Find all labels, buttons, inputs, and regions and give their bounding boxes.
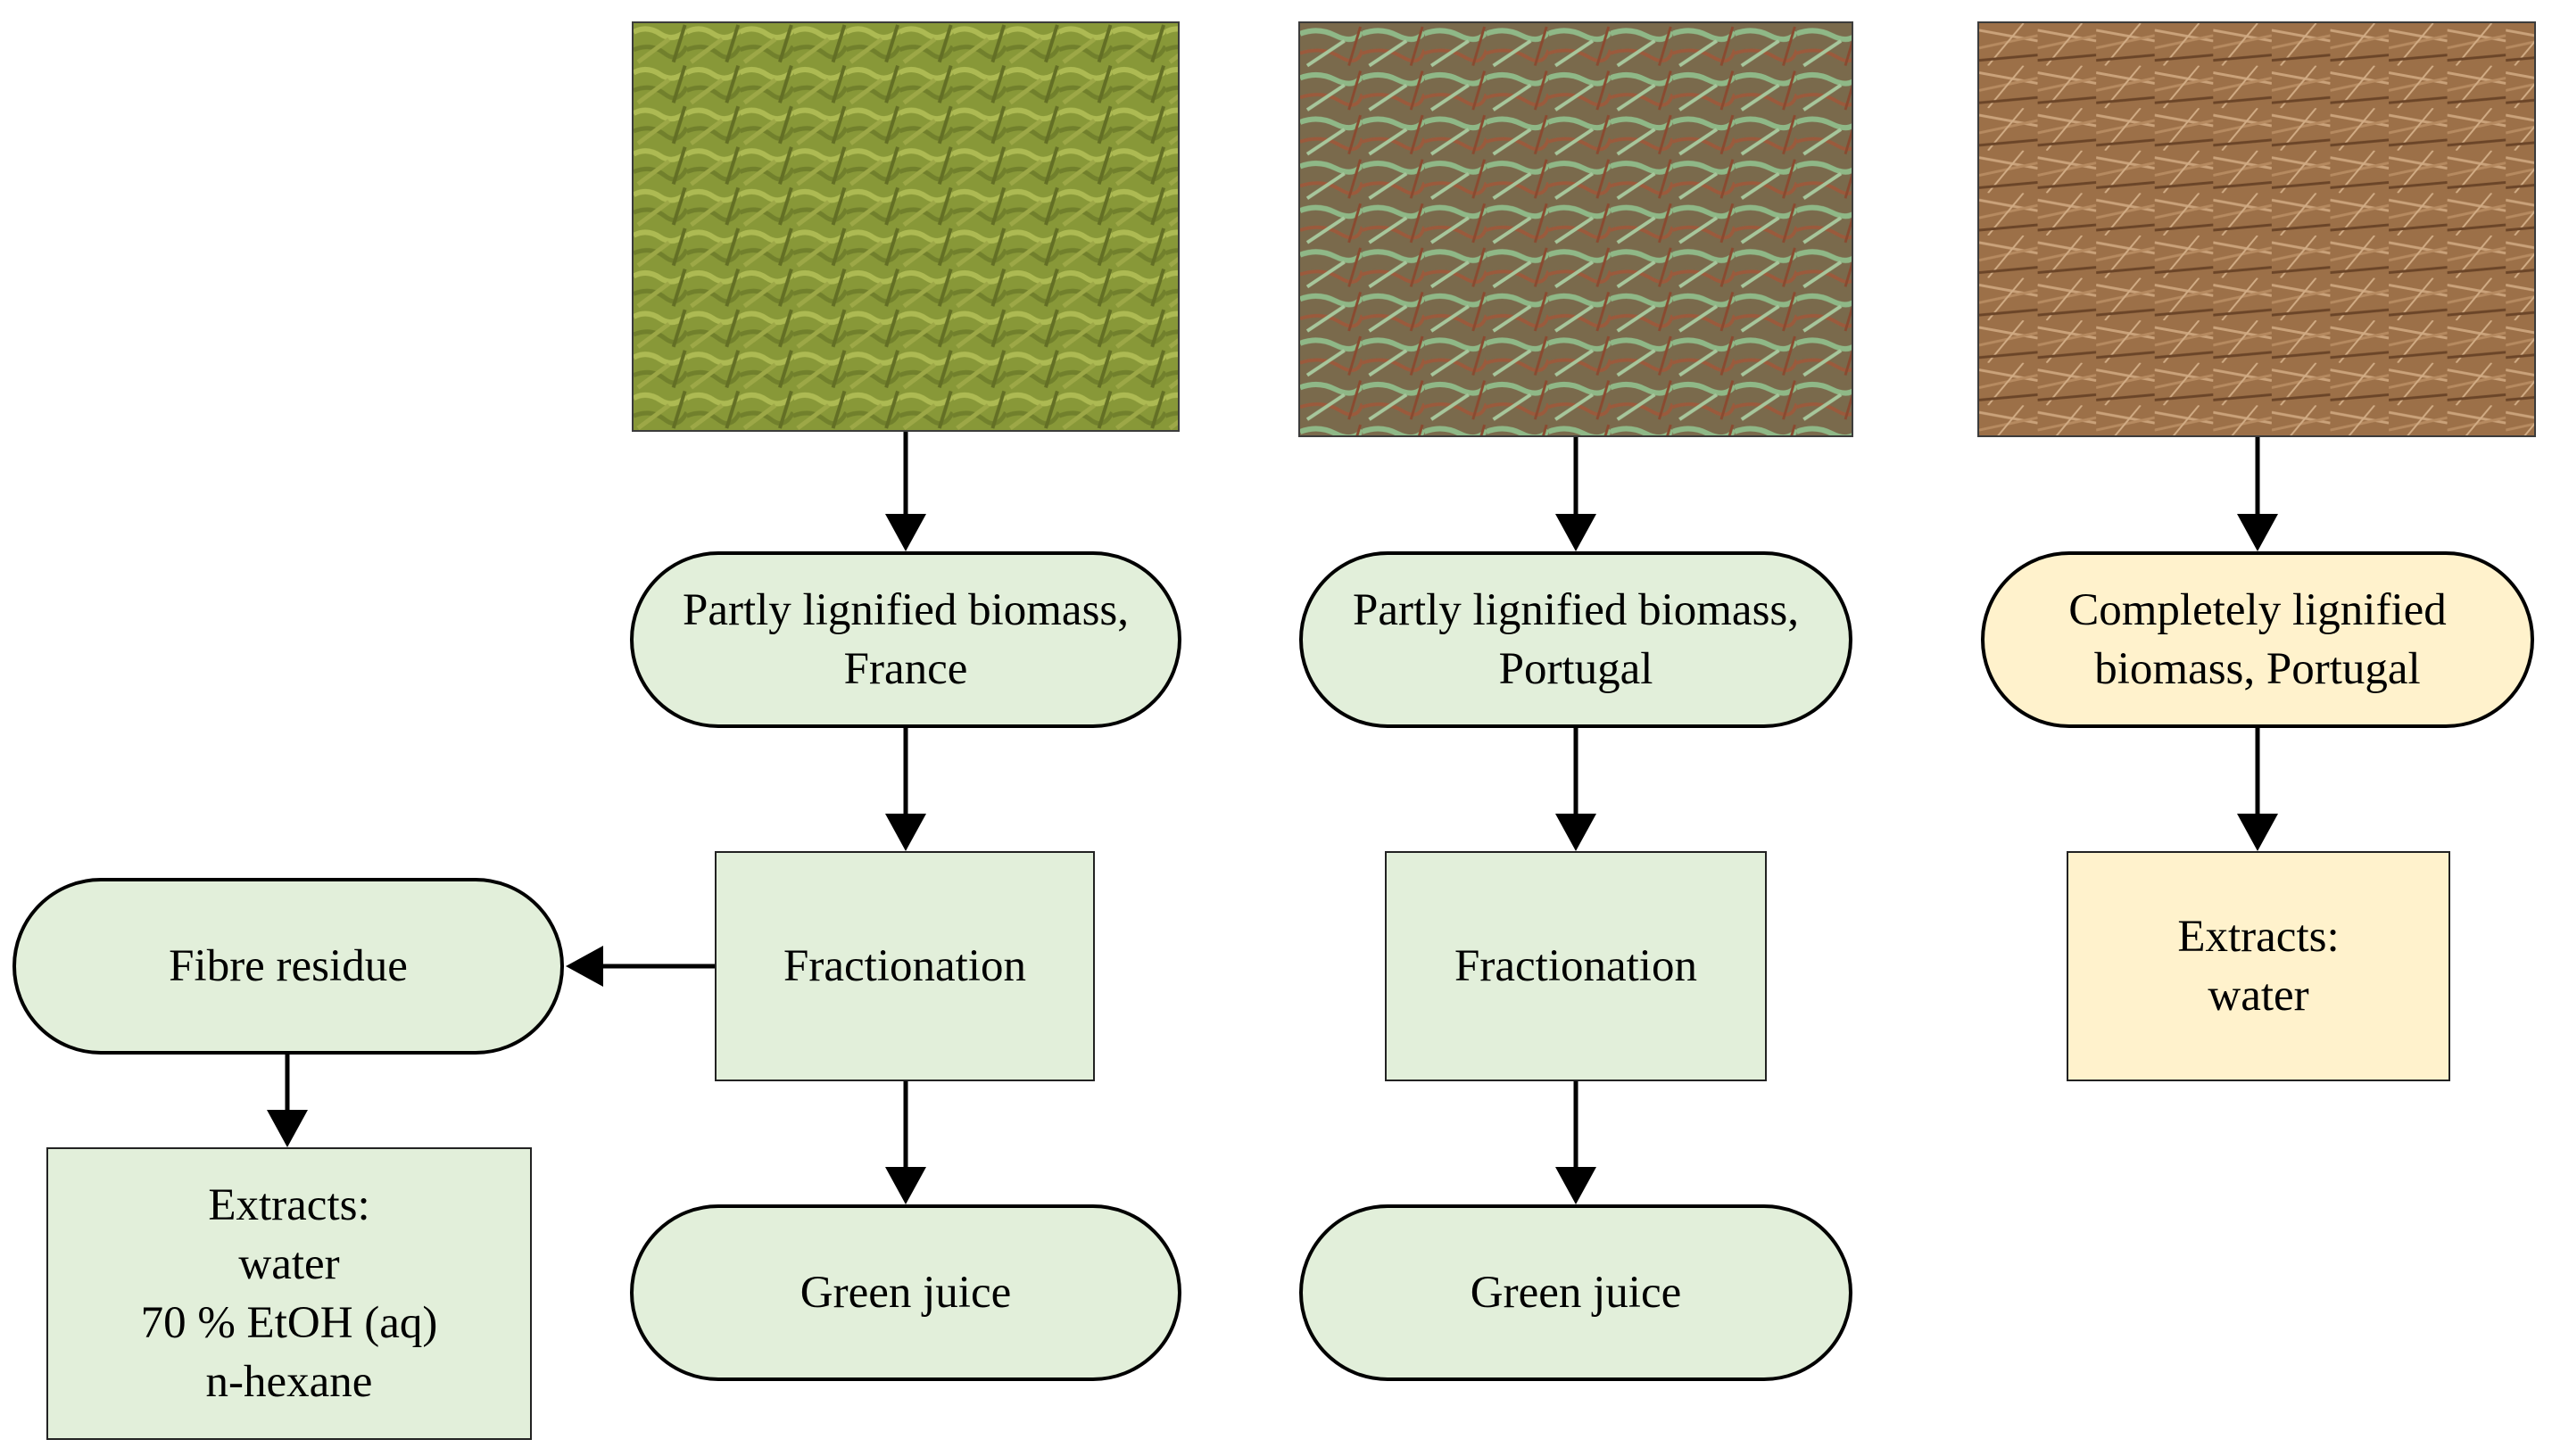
fractionation-portugal-node: Fractionation (1385, 851, 1767, 1081)
arrowhead-fractionation-portugal (1555, 814, 1596, 851)
arrowhead-green-juice-france (885, 1167, 926, 1204)
arrowhead-extracts-water (2237, 814, 2278, 851)
extracts-fibre-label: Extracts: water 70 % EtOH (aq) n-hexane (140, 1180, 438, 1407)
fibre-residue-node: Fibre residue (12, 878, 564, 1055)
arrowhead-completely-portugal (2237, 514, 2278, 551)
fractionation-france-label: Fractionation (783, 941, 1026, 991)
arrowhead-extracts-fibre (267, 1110, 308, 1147)
partly-lignified-portugal-node: Partly lignified biomass, Portugal (1299, 551, 1852, 728)
france-biomass-photo (632, 21, 1180, 432)
fractionation-portugal-label: Fractionation (1454, 941, 1697, 991)
partly-lignified-france-node: Partly lignified biomass, France (630, 551, 1181, 728)
fibre-residue-label: Fibre residue (169, 941, 408, 991)
green-juice-portugal-label: Green juice (1470, 1268, 1682, 1318)
arrowhead-fibre-residue (566, 946, 603, 987)
completely-lignified-portugal-label: Completely lignified biomass, Portugal (2068, 585, 2447, 694)
arrowhead-fractionation-france (885, 814, 926, 851)
arrowhead-green-juice-portugal (1555, 1167, 1596, 1204)
green-juice-portugal-node: Green juice (1299, 1204, 1852, 1381)
portugal-lignified-biomass-photo (1977, 21, 2536, 437)
brown-dry-biomass-icon (1979, 23, 2534, 435)
arrowhead-partly-france (885, 514, 926, 551)
extracts-water-node: Extracts: water (2067, 851, 2450, 1081)
green-succulent-biomass-icon (634, 23, 1178, 430)
green-and-brown-biomass-icon (1300, 23, 1852, 435)
fractionation-france-node: Fractionation (715, 851, 1095, 1081)
portugal-biomass-photo (1298, 21, 1853, 437)
extracts-water-label: Extracts: water (2177, 912, 2340, 1021)
partly-lignified-france-label: Partly lignified biomass, France (682, 585, 1130, 694)
green-juice-france-label: Green juice (800, 1268, 1012, 1318)
extracts-fibre-node: Extracts: water 70 % EtOH (aq) n-hexane (46, 1147, 532, 1440)
partly-lignified-portugal-label: Partly lignified biomass, Portugal (1352, 585, 1800, 694)
arrowhead-partly-portugal (1555, 514, 1596, 551)
completely-lignified-portugal-node: Completely lignified biomass, Portugal (1981, 551, 2534, 728)
green-juice-france-node: Green juice (630, 1204, 1181, 1381)
